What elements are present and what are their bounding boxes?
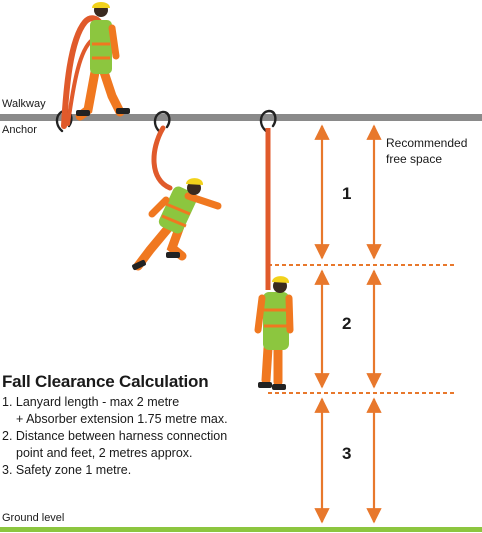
- ground-level-label: Ground level: [2, 512, 65, 524]
- walkway-label: Walkway: [2, 98, 46, 110]
- recommended-label-line1: Recommended: [386, 136, 468, 150]
- zone-3-label: 3: [342, 444, 352, 463]
- worker-walking-figure: [61, 2, 130, 129]
- zone-2-label: 2: [342, 314, 352, 333]
- calculation-line-2b: point and feet, 2 metres approx.: [16, 446, 193, 460]
- zone-1-label: 1: [342, 184, 352, 203]
- calculation-line-3: 3. Safety zone 1 metre.: [2, 463, 132, 477]
- calculation-title: Fall Clearance Calculation: [2, 372, 209, 391]
- walkway-beam: [0, 114, 482, 121]
- anchor-label: Anchor: [2, 124, 37, 136]
- calculation-line-1b: + Absorber extension 1.75 metre max.: [16, 412, 228, 426]
- recommended-label-line2: free space: [386, 152, 443, 166]
- worker-falling-figure: [132, 125, 222, 271]
- ground-level-line: [0, 527, 482, 532]
- calculation-line-2: 2. Distance between harness connection: [2, 429, 228, 443]
- worker-suspended-figure: [254, 128, 294, 390]
- calculation-line-1: 1. Lanyard length - max 2 metre: [2, 395, 180, 409]
